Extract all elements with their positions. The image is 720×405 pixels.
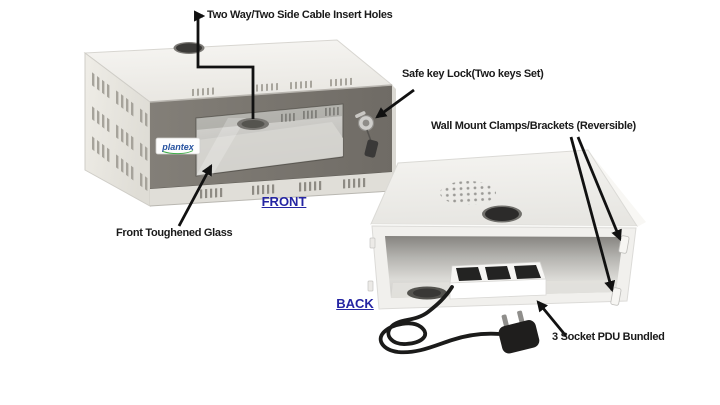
power-plug	[498, 310, 540, 354]
brand-logo: plantex	[155, 137, 201, 155]
front-view-label: FRONT	[261, 194, 307, 209]
brand-logo-text: plantex	[161, 142, 195, 152]
back-top-cable-hole	[482, 205, 522, 223]
cable-insert-label: Two Way/Two Side Cable Insert Holes	[207, 9, 393, 21]
pdu-power-strip	[449, 261, 547, 300]
pdu-socket	[485, 266, 511, 280]
cable-insert-arrow	[194, 10, 255, 119]
brand-logo-swoosh	[162, 150, 194, 155]
floor-cable-grommet	[407, 286, 447, 300]
toughened-glass-arrow	[177, 164, 213, 227]
interior-cable-grommet	[237, 118, 269, 130]
back-view-label: BACK	[336, 296, 374, 311]
safe-key-lock-label: Safe key Lock(Two keys Set)	[402, 68, 544, 80]
wall-mount-arrow-bottom	[569, 136, 616, 293]
top-cable-hole	[173, 42, 205, 54]
annotation-arrows	[177, 10, 622, 337]
key-lock	[355, 111, 379, 158]
power-cable	[378, 285, 502, 355]
back-cabinet-top-panel	[370, 149, 638, 227]
key-fob	[364, 139, 379, 158]
pdu-label: 3 Socket PDU Bundled	[552, 331, 665, 343]
pdu-arrow	[536, 300, 568, 337]
glass-window	[195, 103, 344, 177]
front-cabinet-photo: plantex	[83, 39, 396, 207]
hinge-tab	[369, 237, 376, 249]
back-cabinet-photo	[367, 149, 646, 355]
wall-mount-arrow-top	[576, 136, 622, 242]
pdu-socket	[514, 265, 541, 279]
top-perforation-vents	[440, 181, 496, 205]
hinge-tab	[367, 280, 374, 292]
wall-mount-label: Wall Mount Clamps/Brackets (Reversible)	[431, 120, 636, 132]
safe-key-lock-arrow	[375, 88, 415, 119]
pdu-socket	[456, 267, 482, 281]
front-cabinet-right-edge	[392, 85, 396, 191]
toughened-glass-label: Front Toughened Glass	[116, 227, 233, 239]
